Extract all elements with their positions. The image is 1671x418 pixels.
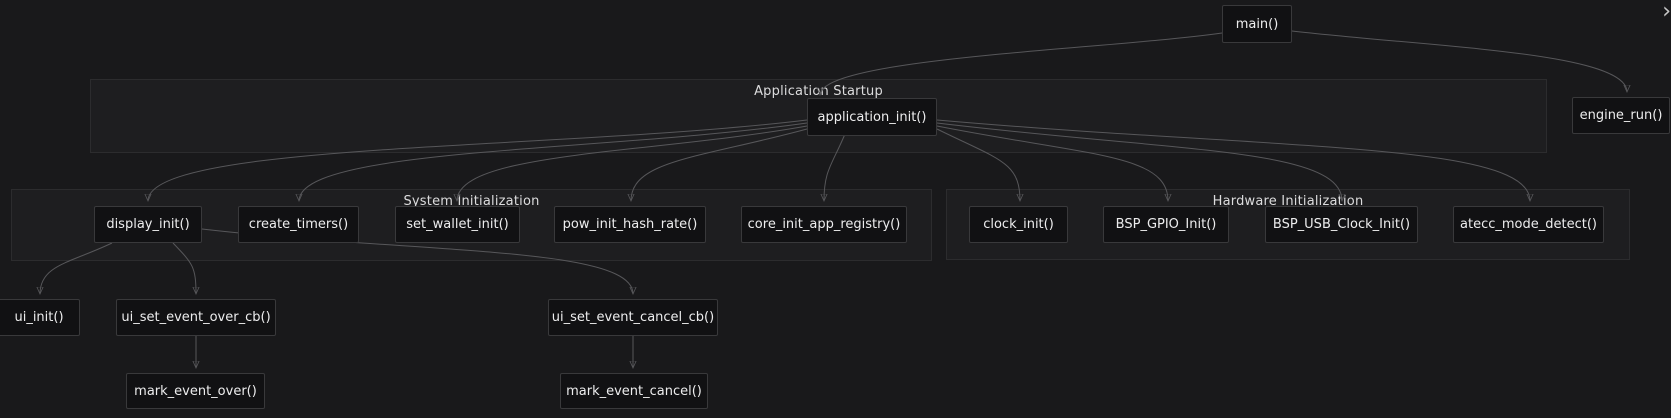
node-ui_set_event_cancel_cb[interactable]: ui_set_event_cancel_cb(): [548, 299, 718, 336]
node-create_timers[interactable]: create_timers(): [238, 206, 359, 243]
node-core_init_app_registry[interactable]: core_init_app_registry(): [741, 206, 907, 243]
node-atecc_mode_detect[interactable]: atecc_mode_detect(): [1453, 206, 1604, 243]
edge-application_init-pow_init_hash_rate: [631, 128, 808, 201]
group-label-hardware-initialization: Hardware Initialization: [1212, 194, 1364, 209]
edge-application_init-bsp_gpio_init: [936, 125, 1168, 201]
node-bsp_usb_clock_init[interactable]: BSP_USB_Clock_Init(): [1265, 206, 1418, 243]
group-label-system-initialization: System Initialization: [403, 194, 540, 209]
node-engine_run[interactable]: engine_run(): [1572, 97, 1670, 134]
edge-main-engine_run: [1291, 30, 1627, 92]
node-ui_set_event_over_cb[interactable]: ui_set_event_over_cb(): [116, 299, 276, 336]
edge-application_init-atecc_mode_detect: [936, 119, 1530, 201]
node-ui_init[interactable]: ui_init(): [0, 299, 80, 336]
node-mark_event_cancel[interactable]: mark_event_cancel(): [560, 373, 708, 409]
node-pow_init_hash_rate[interactable]: pow_init_hash_rate(): [554, 206, 706, 243]
node-bsp_gpio_init[interactable]: BSP_GPIO_Init(): [1103, 206, 1229, 243]
node-main[interactable]: main(): [1222, 5, 1292, 43]
expand-panel-icon[interactable]: ›: [1662, 0, 1671, 24]
node-application_init[interactable]: application_init(): [807, 98, 937, 136]
edge-main-application_init: [820, 32, 1223, 95]
edge-application_init-set_wallet_init: [457, 125, 808, 201]
edge-application_init-create_timers: [299, 122, 808, 201]
node-mark_event_over[interactable]: mark_event_over(): [126, 373, 265, 409]
edge-application_init-bsp_usb_clock_init: [936, 122, 1342, 201]
edge-display_init-ui_set_event_over_cb: [172, 242, 196, 294]
edge-application_init-clock_init: [936, 128, 1020, 201]
edge-application_init-core_init_app_registry: [824, 133, 846, 201]
node-display_init[interactable]: display_init(): [94, 206, 202, 243]
edge-display_init-ui_init: [40, 242, 113, 294]
node-set_wallet_init[interactable]: set_wallet_init(): [395, 206, 520, 243]
edge-application_init-display_init: [148, 119, 808, 201]
node-clock_init[interactable]: clock_init(): [969, 206, 1068, 243]
